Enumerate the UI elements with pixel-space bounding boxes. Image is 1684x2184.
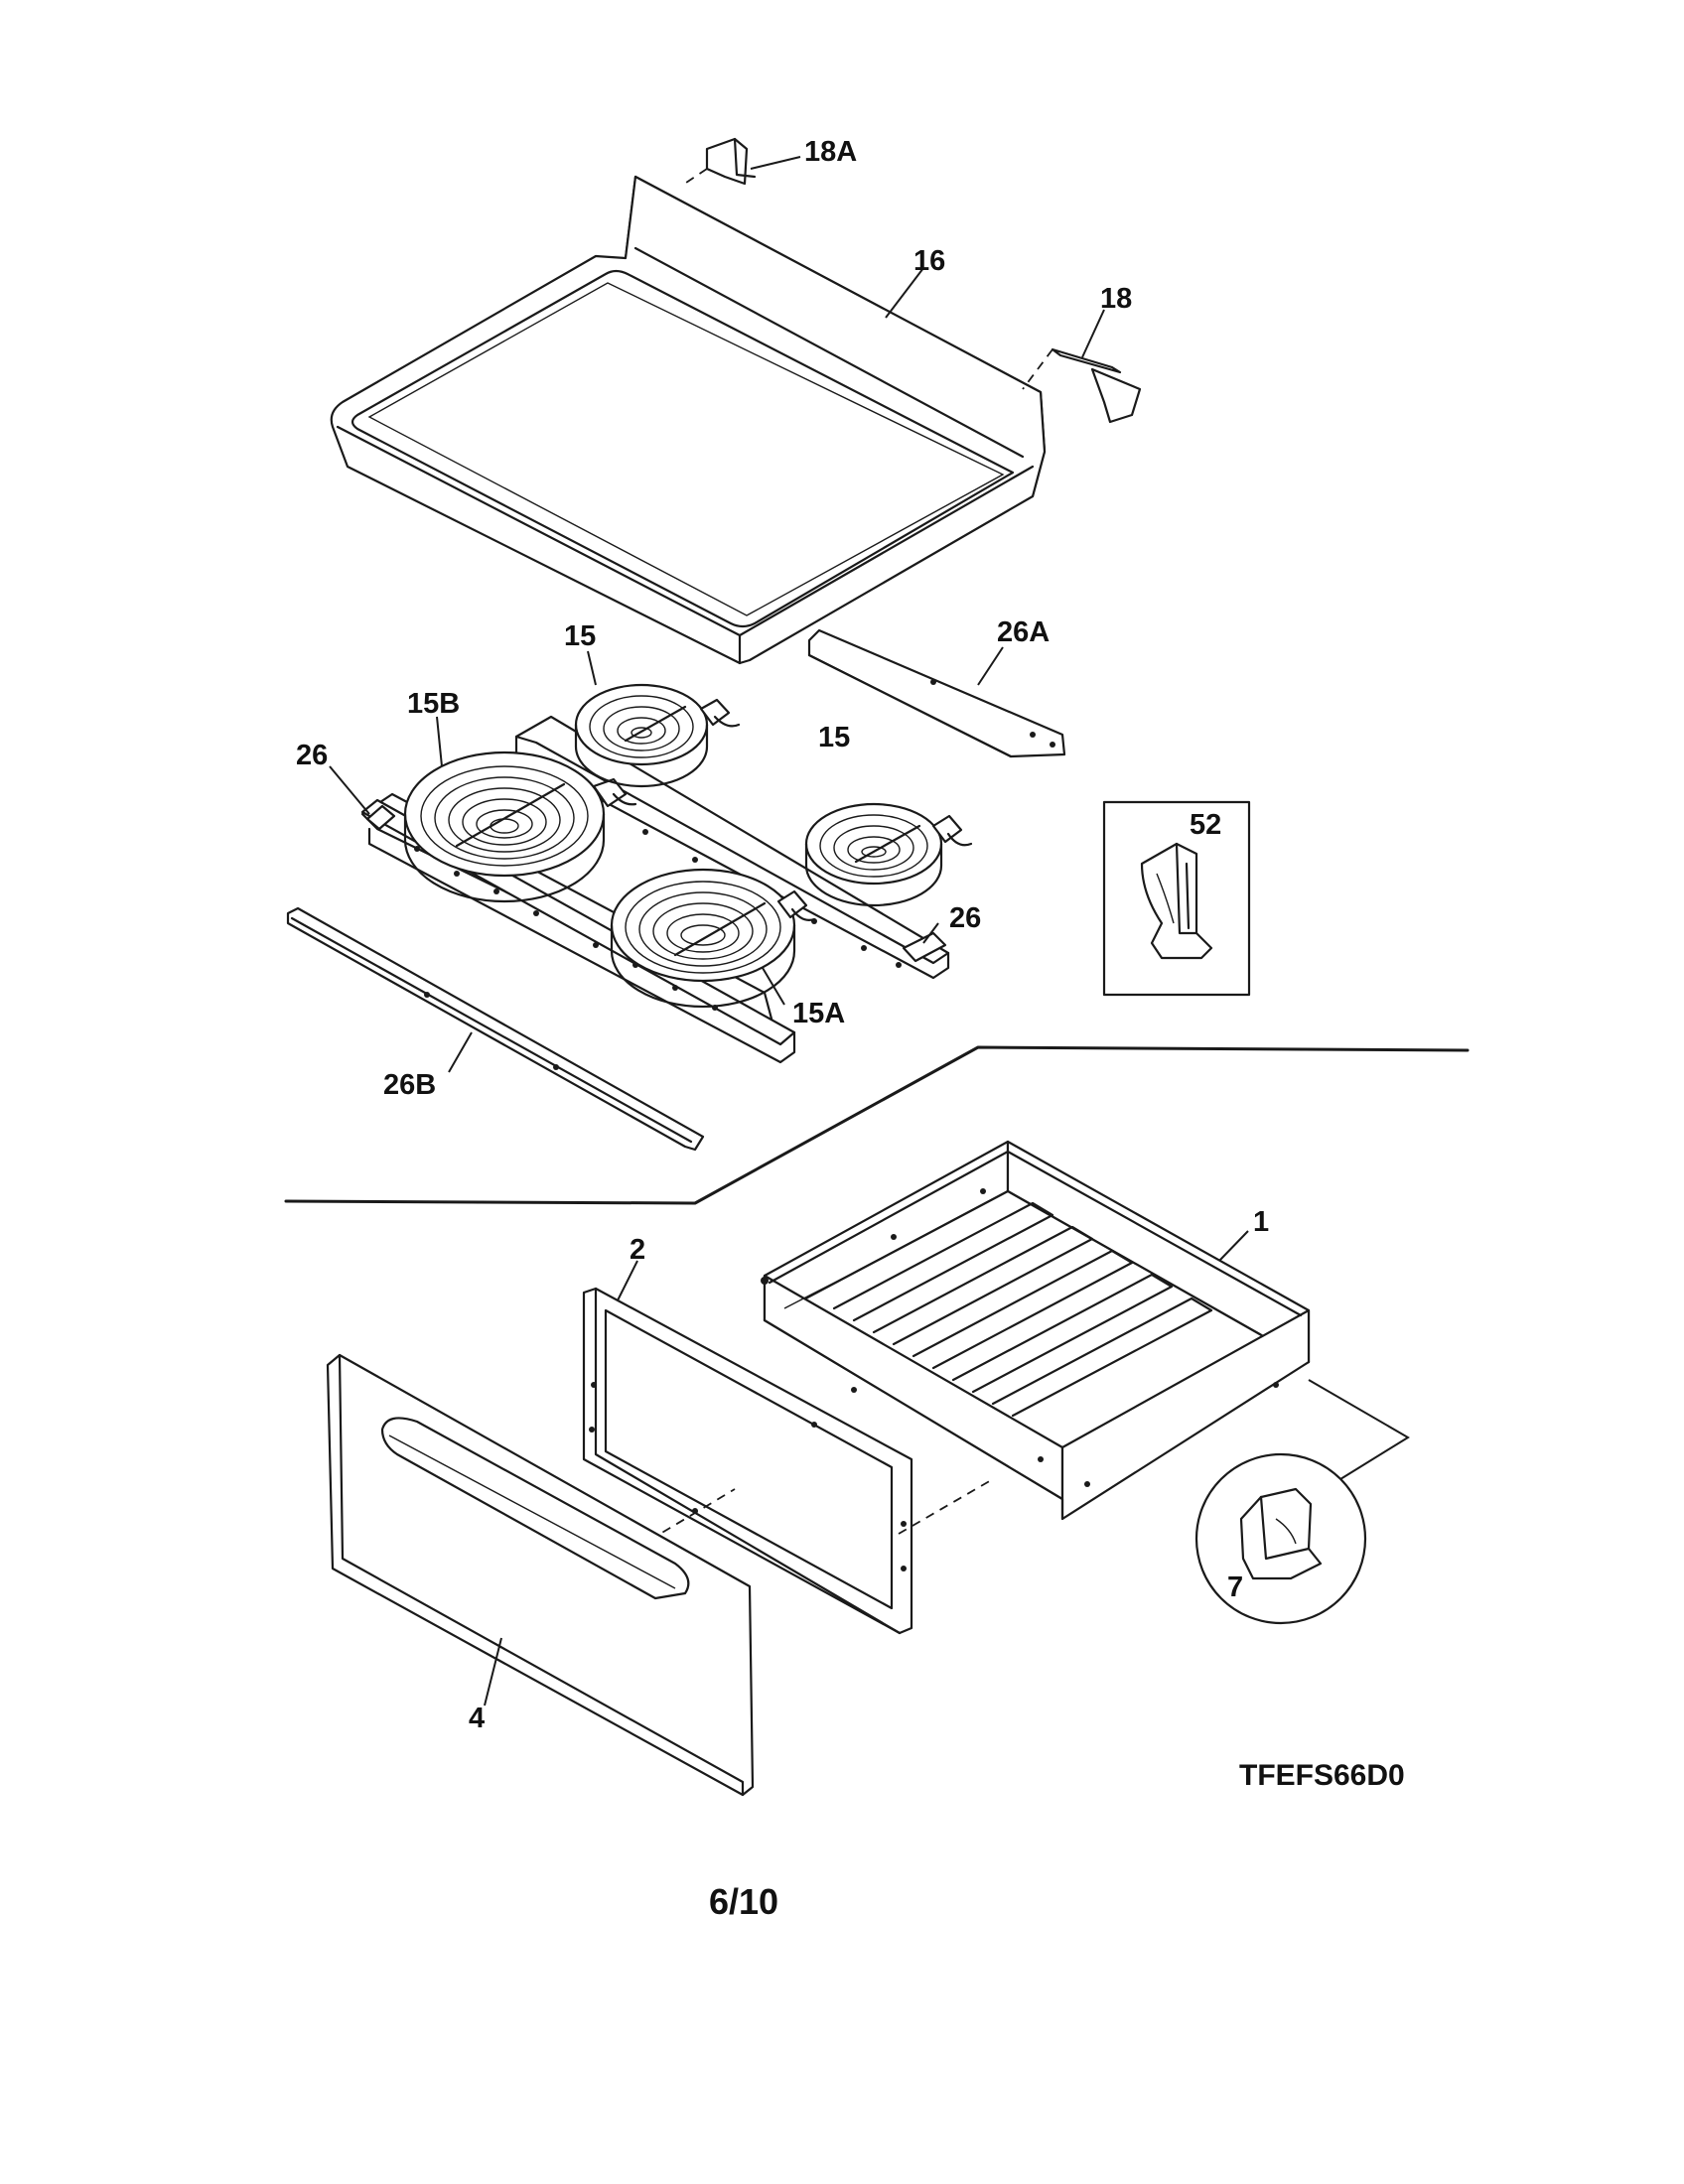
callout-4: 4 bbox=[469, 1703, 485, 1734]
element-15-top bbox=[574, 683, 741, 788]
leader-drawer-to-clip bbox=[1308, 1379, 1410, 1480]
page-number: 6/10 bbox=[709, 1881, 778, 1922]
callout-2: 2 bbox=[630, 1234, 645, 1266]
callout-15-right: 15 bbox=[818, 722, 850, 753]
callout-26a: 26A bbox=[997, 616, 1050, 648]
callout-26-right: 26 bbox=[949, 902, 981, 934]
drawer-front-panel bbox=[326, 1353, 755, 1797]
callout-7: 7 bbox=[1227, 1571, 1243, 1603]
trim-strip-26b bbox=[286, 906, 705, 1152]
inset-circle-7 bbox=[1194, 1452, 1367, 1625]
bracket-18a bbox=[682, 137, 757, 186]
callout-18: 18 bbox=[1100, 283, 1132, 315]
callout-16: 16 bbox=[913, 245, 945, 277]
element-15b bbox=[403, 751, 637, 903]
callout-15a: 15A bbox=[792, 998, 845, 1029]
callout-15b: 15B bbox=[407, 688, 460, 720]
section-divider-line bbox=[284, 1045, 1470, 1205]
callout-15-top: 15 bbox=[564, 620, 596, 652]
bracket-26a bbox=[807, 628, 1066, 758]
callout-1: 1 bbox=[1253, 1206, 1269, 1238]
callout-18a: 18A bbox=[804, 136, 857, 168]
drawer-inner-panel bbox=[582, 1287, 913, 1635]
callout-26-left: 26 bbox=[296, 740, 328, 771]
element-15a bbox=[610, 868, 816, 1009]
cooktop-panel bbox=[330, 175, 1047, 665]
drawer-body bbox=[761, 1140, 1311, 1521]
model-code: TFEFS66D0 bbox=[1239, 1759, 1405, 1792]
bracket-18 bbox=[1022, 347, 1142, 424]
assembly-line-2 bbox=[898, 1478, 994, 1535]
inset-box-52 bbox=[1102, 800, 1251, 997]
callout-26b: 26B bbox=[383, 1069, 436, 1101]
element-15-right bbox=[804, 802, 973, 907]
callout-52: 52 bbox=[1190, 809, 1221, 841]
leader-lines bbox=[329, 156, 1249, 1706]
